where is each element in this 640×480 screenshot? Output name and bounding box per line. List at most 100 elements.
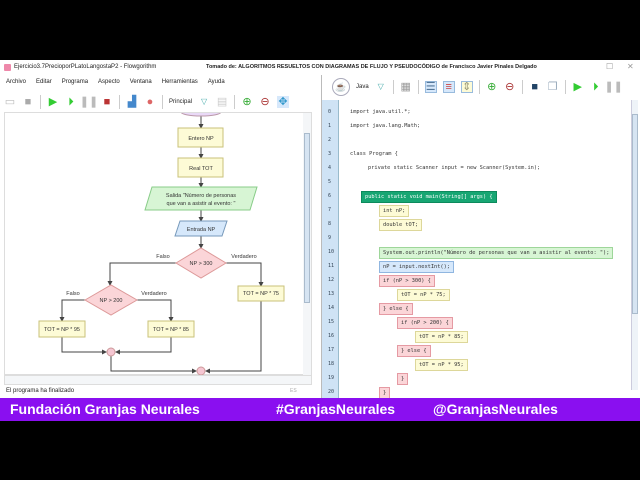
code-line[interactable]: tOT = nP * 95; [415, 359, 468, 371]
menu-ventana[interactable]: Ventana [129, 79, 152, 85]
code-line[interactable]: public static void main(String[] args) { [361, 191, 497, 203]
cond2-true-label: Verdadero [141, 291, 166, 297]
flowgorithm-window: Archivo Editar Programa Aspecto Ventana … [0, 75, 322, 398]
language-select[interactable]: Java [356, 84, 369, 90]
declare-tot-text: Real TOT [189, 166, 213, 172]
separator [40, 95, 41, 109]
vertical-scrollbar[interactable] [303, 113, 311, 376]
title-bar: Ejercicio3.7PrecioporPLatoLangostaP2 - F… [0, 60, 640, 75]
zoom-out-icon[interactable]: ⊖ [260, 95, 270, 108]
copy-icon[interactable]: ❐ [547, 80, 558, 93]
code-line[interactable]: } else { [379, 303, 413, 315]
code-line[interactable]: nP = input.nextInt(); [379, 261, 454, 273]
step-icon[interactable]: ⏵ [592, 80, 599, 93]
menu-bar: Archivo Editar Programa Aspecto Ventana … [6, 79, 225, 85]
declare-tot-shape [177, 157, 224, 178]
maximize-button[interactable]: ☐ [606, 62, 614, 71]
chevron-down-icon[interactable]: ▽ [200, 97, 208, 106]
line-number: 20 [328, 389, 335, 395]
layers-icon[interactable]: ▤ [216, 95, 228, 108]
step-icon[interactable]: ⏵ [68, 95, 74, 108]
code-vertical-scrollbar[interactable] [631, 100, 638, 390]
save-icon[interactable]: ■ [24, 95, 32, 108]
save-icon[interactable]: ■ [531, 80, 539, 93]
menu-programa[interactable]: Programa [61, 79, 89, 85]
banner-org: Fundación Granjas Neurales [10, 401, 200, 417]
horizontal-scrollbar[interactable] [4, 375, 312, 385]
declare-np-shape [177, 127, 224, 148]
code-line[interactable]: } [397, 373, 409, 385]
java-logo-icon: ☕ [332, 78, 350, 96]
color-lines-icon[interactable]: ≡ [442, 81, 455, 93]
menu-herramientas[interactable]: Herramientas [161, 79, 198, 85]
run-icon[interactable]: ▶ [48, 95, 58, 108]
code-line[interactable]: tOT = nP * 75; [397, 289, 450, 301]
indent-icon[interactable]: ☰ [424, 80, 437, 93]
code-line[interactable]: if (nP > 300) { [379, 275, 435, 287]
merge-point [196, 366, 206, 376]
code-line[interactable]: System.out.println("Número de personas q… [379, 247, 614, 259]
separator [521, 80, 523, 94]
menu-aspecto[interactable]: Aspecto [98, 79, 120, 85]
menu-ayuda[interactable]: Ayuda [207, 79, 225, 85]
line-number: 8 [328, 221, 332, 227]
flowchart: Entero NP Real TOT Salida "Número de per… [38, 107, 285, 376]
separator [234, 95, 236, 109]
line-number: 7 [328, 207, 332, 213]
line-number: 1 [328, 123, 332, 129]
cond1-true-label: Verdadero [231, 254, 256, 260]
assign-85-text: TOT = NP * 85 [153, 327, 189, 333]
code-line[interactable]: import java.lang.Math; [350, 123, 421, 129]
code-line[interactable]: double tOT; [379, 219, 423, 231]
decision-np-300 [175, 247, 227, 279]
run-icon[interactable]: ▶ [573, 80, 582, 93]
separator [564, 80, 566, 94]
banner-hashtag: #GranjasNeurales [276, 401, 396, 417]
pause-icon[interactable]: ❚❚ [79, 95, 99, 108]
assign-75-shape [237, 285, 285, 302]
line-number: 15 [328, 319, 335, 325]
function-select[interactable]: Principal [169, 99, 193, 105]
fit-icon[interactable]: ✥ [277, 95, 290, 108]
code-line[interactable]: tOT = nP * 85; [415, 331, 468, 343]
line-number: 10 [328, 249, 335, 255]
code-line[interactable]: class Program { [350, 151, 398, 157]
flowchart-canvas[interactable]: Entero NP Real TOT Salida "Número de per… [4, 107, 312, 376]
input-shape [174, 220, 228, 237]
breakpoint-icon[interactable]: ● [146, 95, 154, 108]
assign-85-shape [147, 320, 195, 338]
banner-handle: @GranjasNeurales [433, 401, 558, 417]
menu-editar[interactable]: Editar [36, 79, 52, 85]
open-icon[interactable]: ▭ [4, 95, 16, 108]
chevron-down-icon[interactable]: ▽ [377, 82, 384, 91]
format-icon[interactable]: ▦ [400, 80, 411, 93]
zoom-in-icon[interactable]: ⊕ [242, 95, 252, 108]
code-line[interactable]: int nP; [379, 205, 410, 217]
output-text-1: Salida "Número de personas [166, 193, 236, 199]
block-icon[interactable]: ⇕ [460, 80, 473, 93]
window-title: Ejercicio3.7PrecioporPLatoLangostaP2 - F… [14, 64, 157, 70]
code-toolbar: ☕ Java ▽ ▦ ☰ ≡ ⇕ ⊕ ⊖ ■ ❐ ▶ ⏵ ❚❚ [332, 77, 623, 97]
cond2-false-label: Falso [66, 291, 79, 297]
separator [417, 80, 419, 94]
code-line[interactable]: import java.util.*; [350, 109, 411, 115]
separator [478, 80, 480, 94]
code-line[interactable]: if (nP > 200) { [397, 317, 453, 329]
line-number: 17 [328, 347, 335, 353]
code-line[interactable]: private static Scanner input = new Scann… [368, 165, 541, 171]
zoom-in-icon[interactable]: ⊕ [487, 80, 497, 93]
code-line[interactable]: } else { [397, 345, 431, 357]
stop-icon[interactable]: ■ [103, 95, 111, 108]
line-number: 12 [328, 277, 335, 283]
zoom-out-icon[interactable]: ⊖ [505, 80, 515, 93]
menu-archivo[interactable]: Archivo [6, 79, 27, 85]
variable-watch-icon[interactable]: ▟ [127, 95, 137, 108]
separator [162, 95, 163, 109]
close-button[interactable]: ✕ [627, 62, 634, 71]
line-number: 0 [328, 109, 332, 115]
line-number: 14 [328, 305, 335, 311]
status-language: ES [290, 388, 297, 394]
pause-icon[interactable]: ❚❚ [604, 80, 623, 93]
line-number: 18 [328, 361, 335, 367]
